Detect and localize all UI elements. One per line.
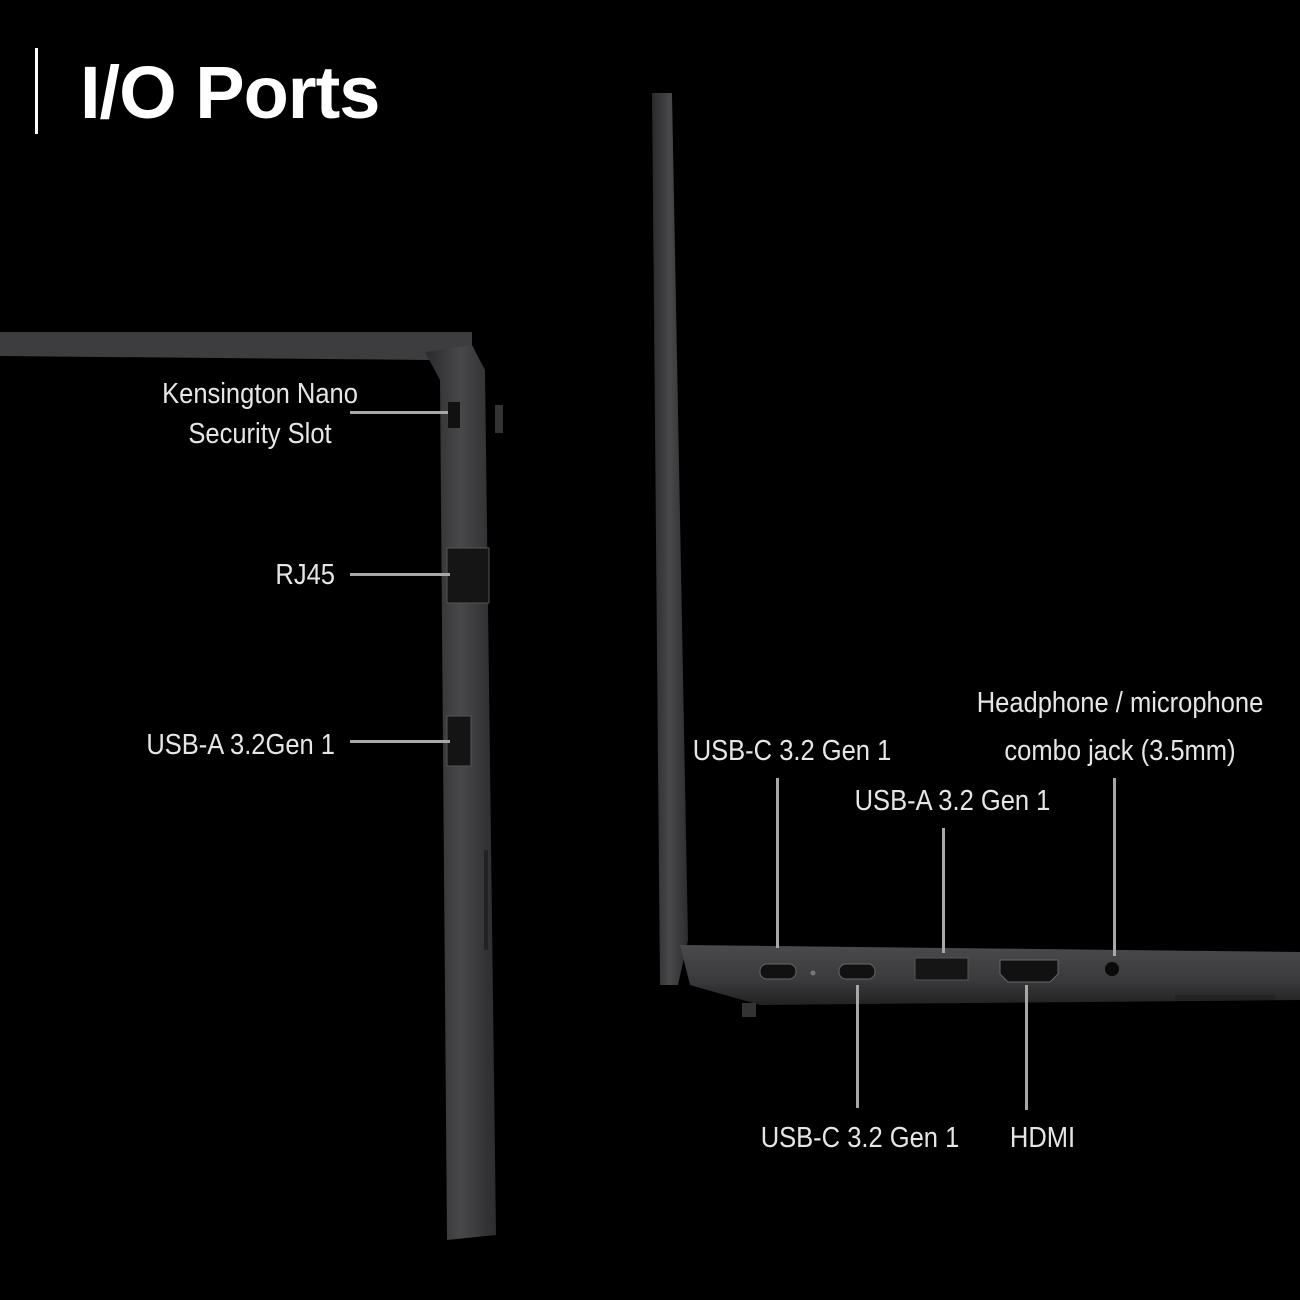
right-vent	[1175, 995, 1275, 1000]
rj45-port	[446, 547, 490, 604]
kensington-label-line1: Kensington Nano	[162, 378, 358, 410]
usb-a-right-label: USB-A 3.2 Gen 1	[854, 785, 1051, 817]
kensington-label-line2: Security Slot	[188, 418, 332, 450]
hdmi-label: HDMI	[1009, 1122, 1076, 1154]
usb-c-1-label: USB-C 3.2 Gen 1	[692, 735, 892, 767]
usb-a-left-leader-line	[350, 740, 450, 743]
hdmi-leader-line	[1025, 985, 1028, 1110]
right-foot	[742, 1003, 756, 1017]
usb-c-port-1	[759, 963, 797, 980]
audio-jack-label-line1: Headphone / microphone	[976, 687, 1264, 719]
usb-a-right-leader-line	[942, 828, 945, 953]
right-laptop	[652, 93, 1300, 1017]
title-accent-bar	[35, 48, 38, 134]
audio-jack-leader-line	[1113, 778, 1116, 956]
kensington-leader-line	[350, 411, 448, 414]
right-laptop-lid	[652, 93, 688, 985]
audio-jack-label-line2: combo jack (3.5mm)	[1004, 735, 1236, 767]
left-usb-a-port	[446, 715, 472, 767]
usb-c-2-leader-line	[856, 985, 859, 1108]
audio-jack	[1105, 962, 1119, 976]
usb-c-1-leader-line	[776, 778, 779, 948]
left-laptop-base	[425, 345, 496, 1240]
usb-c-2-label: USB-C 3.2 Gen 1	[760, 1122, 960, 1154]
usb-a-port	[914, 957, 969, 981]
kensington-slot	[448, 402, 460, 428]
right-laptop-base	[680, 945, 1300, 1005]
left-laptop-lid	[0, 332, 472, 360]
left-vent	[484, 850, 488, 950]
left-laptop	[0, 332, 503, 1240]
led-indicator	[810, 970, 816, 976]
usb-c-port-2	[838, 963, 876, 980]
rj45-label: RJ45	[275, 559, 335, 591]
rj45-leader-line	[350, 573, 450, 576]
hdmi-port	[999, 959, 1059, 983]
page-title: I/O Ports	[80, 51, 380, 134]
left-foot	[495, 405, 503, 433]
usb-a-left-label: USB-A 3.2Gen 1	[146, 729, 335, 761]
